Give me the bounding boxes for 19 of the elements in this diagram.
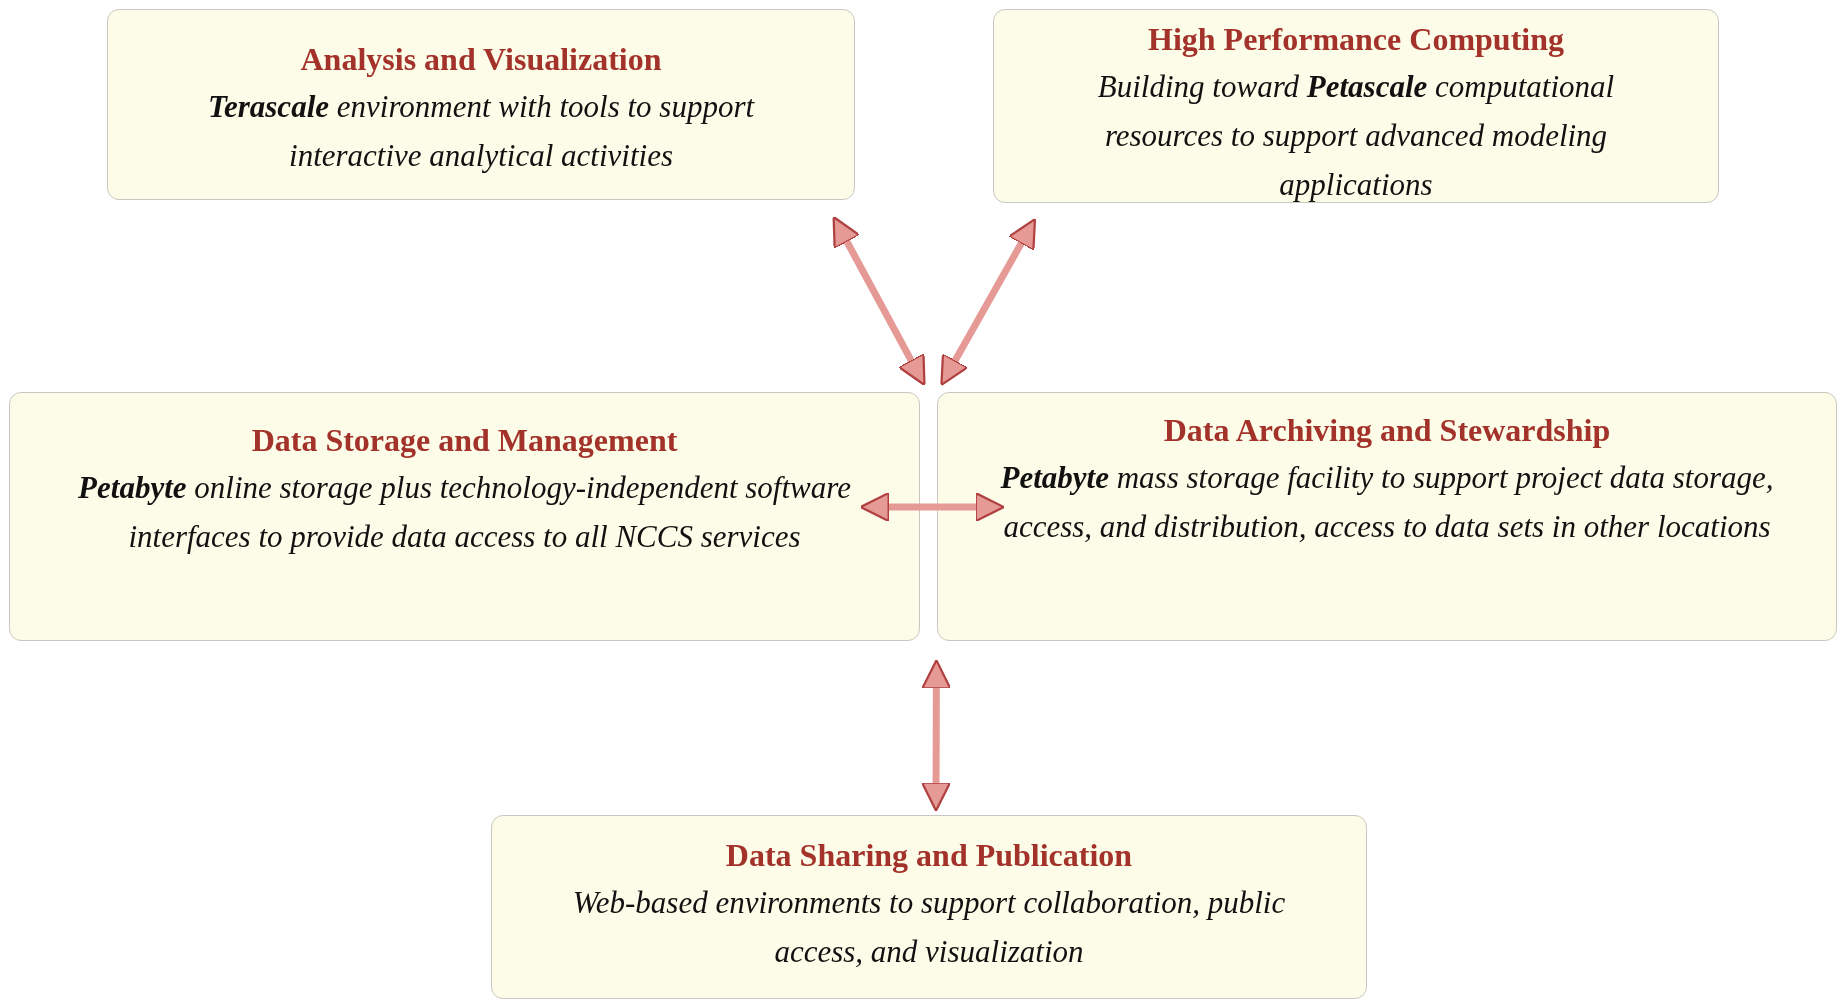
- double-arrow: [832, 215, 926, 387]
- box-title: Data Storage and Management: [251, 421, 678, 460]
- process-box: [9, 392, 920, 641]
- double-arrow: [940, 217, 1037, 387]
- box-description: Terascale environment with tools to support interactive analytical activities: [206, 88, 756, 175]
- process-box: [491, 815, 1367, 999]
- box-title: Data Archiving and Stewardship: [1163, 411, 1611, 450]
- box-description: Petabyte online storage plus technology-independent software interfaces to provide data access to all NCCS services: [77, 469, 852, 556]
- box-description: Building toward Petascale computational resources to support advanced modeling applications: [1096, 68, 1616, 204]
- box-title: Analysis and Visualization: [300, 40, 662, 79]
- box-title: High Performance Computing: [1148, 20, 1564, 59]
- box-description: Web-based environments to support collaboration, public access, and visualization: [571, 884, 1287, 971]
- process-box: [937, 392, 1837, 641]
- process-box: [107, 9, 855, 200]
- box-description: Petabyte mass storage facility to support project data storage, access, and distribution, access to data sets in other locations: [999, 459, 1775, 546]
- process-box: [993, 9, 1719, 203]
- double-arrow: [859, 491, 1005, 523]
- double-arrow: [920, 659, 952, 812]
- box-title: Data Sharing and Publication: [725, 836, 1133, 875]
